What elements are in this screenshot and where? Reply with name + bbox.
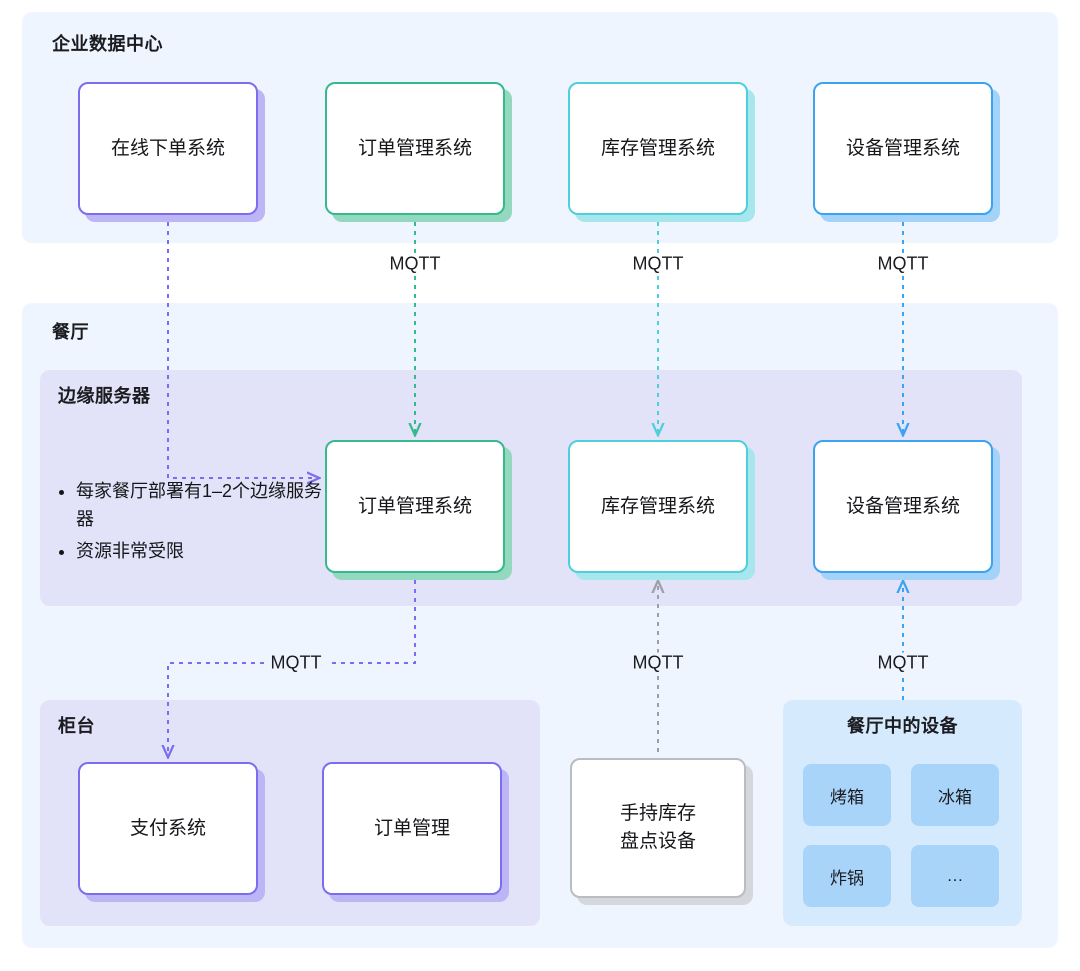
card-counter-order-management[interactable]: 订单管理: [322, 762, 502, 895]
card-edge-order-management[interactable]: 订单管理系统: [325, 440, 505, 573]
chip-fryer[interactable]: 炸锅: [803, 845, 891, 907]
chip-oven[interactable]: 烤箱: [803, 764, 891, 826]
card-payment-system[interactable]: 支付系统: [78, 762, 258, 895]
edge-server-notes: 每家餐厅部署有1–2个边缘服务器 资源非常受限: [56, 478, 326, 570]
card-edge-device-management[interactable]: 设备管理系统: [813, 440, 993, 573]
chip-refrigerator[interactable]: 冰箱: [911, 764, 999, 826]
chip-more[interactable]: …: [911, 845, 999, 907]
connector-label-devices: MQTT: [871, 652, 935, 674]
handheld-label-line1: 手持库存: [619, 803, 696, 825]
panel-title-counter: 柜台: [58, 716, 95, 736]
edge-note-item: 每家餐厅部署有1–2个边缘服务器: [76, 478, 326, 534]
card-dc-inventory-management[interactable]: 库存管理系统: [568, 82, 748, 215]
connector-label-dc-order: MQTT: [383, 253, 447, 275]
panel-title-devices: 餐厅中的设备: [847, 716, 958, 736]
handheld-label-line2: 盘点设备: [619, 831, 696, 852]
panel-title-edge-server: 边缘服务器: [58, 386, 151, 406]
connector-label-edge-to-pos: MQTT: [264, 652, 328, 674]
connector-label-dc-device: MQTT: [871, 253, 935, 275]
card-online-ordering-system[interactable]: 在线下单系统: [78, 82, 258, 215]
edge-note-item: 资源非常受限: [76, 538, 326, 566]
panel-title-restaurant: 餐厅: [52, 322, 89, 342]
panel-title-datacenter: 企业数据中心: [52, 34, 163, 54]
card-dc-order-management[interactable]: 订单管理系统: [325, 82, 505, 215]
card-handheld-inventory-device[interactable]: 手持库存 盘点设备: [570, 758, 746, 898]
connector-label-dc-inventory: MQTT: [626, 253, 690, 275]
card-dc-device-management[interactable]: 设备管理系统: [813, 82, 993, 215]
connector-label-handheld: MQTT: [626, 652, 690, 674]
card-edge-inventory-management[interactable]: 库存管理系统: [568, 440, 748, 573]
